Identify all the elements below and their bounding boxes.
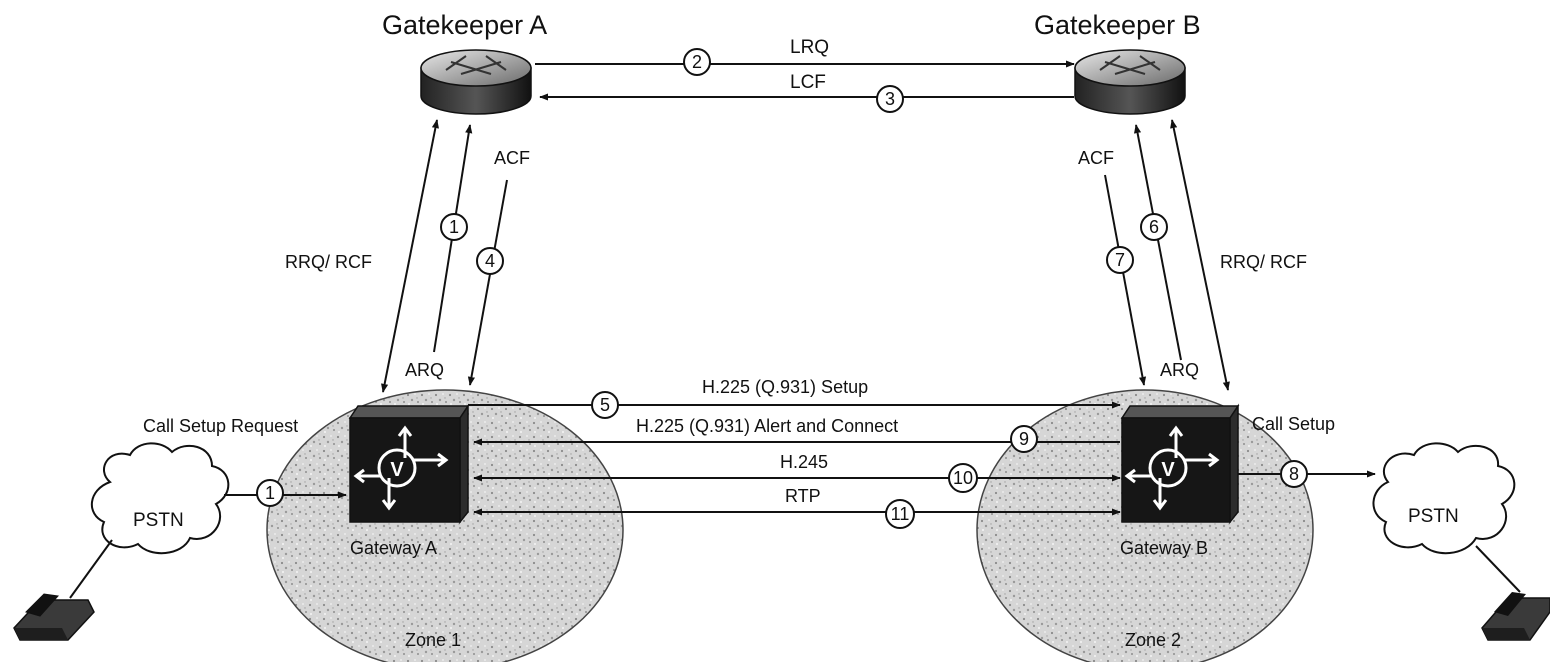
cloud-icon — [92, 443, 228, 553]
svg-text:V: V — [1161, 459, 1175, 481]
step-7-marker: 7 — [1107, 247, 1133, 273]
h225-alert-connect-label: H.225 (Q.931) Alert and Connect — [636, 416, 898, 436]
left-phone-cord — [70, 540, 112, 598]
step-4-marker: 4 — [477, 248, 503, 274]
arq-right-arrow — [1136, 125, 1181, 360]
router-icon — [1075, 50, 1185, 114]
step-1-marker-upper: 1 — [441, 214, 467, 240]
voice-gateway-icon: V — [1122, 406, 1238, 522]
svg-text:1: 1 — [449, 217, 459, 237]
step-3-marker: 3 — [877, 86, 903, 112]
svg-text:11: 11 — [891, 504, 910, 524]
voice-gateway-icon: V — [350, 406, 468, 522]
gateway-b-label: Gateway B — [1120, 538, 1208, 558]
svg-text:2: 2 — [692, 52, 702, 72]
step-6-marker: 6 — [1141, 214, 1167, 240]
gatekeeper-b-label: Gatekeeper B — [1034, 10, 1201, 40]
telephone-icon — [1482, 592, 1550, 640]
acf-right-arrow — [1105, 175, 1144, 385]
step-5-marker: 5 — [592, 392, 618, 418]
svg-text:5: 5 — [600, 395, 610, 415]
svg-text:6: 6 — [1149, 217, 1159, 237]
zone-1-label: Zone 1 — [405, 630, 461, 650]
rrq-rcf-right-label: RRQ/ RCF — [1220, 252, 1307, 272]
lcf-label: LCF — [790, 72, 826, 93]
lrq-label: LRQ — [790, 37, 829, 58]
svg-text:3: 3 — [885, 89, 895, 109]
acf-left-arrow — [470, 180, 507, 385]
right-phone-cord — [1476, 546, 1520, 592]
arq-right-label: ARQ — [1160, 360, 1199, 380]
svg-text:V: V — [390, 459, 404, 481]
svg-text:4: 4 — [485, 251, 495, 271]
call-setup-request-label: Call Setup Request — [143, 416, 298, 436]
step-10-marker: 10 — [949, 464, 977, 492]
step-9-marker: 9 — [1011, 426, 1037, 452]
gatekeeper-a-label: Gatekeeper A — [382, 10, 547, 40]
h225-setup-label: H.225 (Q.931) Setup — [702, 377, 868, 397]
zone-2-label: Zone 2 — [1125, 630, 1181, 650]
arq-left-label: ARQ — [405, 360, 444, 380]
svg-text:1: 1 — [265, 483, 275, 503]
cloud-icon — [1373, 443, 1514, 553]
svg-text:9: 9 — [1019, 429, 1029, 449]
step-1-marker-lower: 1 — [257, 480, 283, 506]
h245-label: H.245 — [780, 452, 828, 472]
step-11-marker: 11 — [886, 500, 914, 528]
gateway-a-label: Gateway A — [350, 538, 437, 558]
svg-text:7: 7 — [1115, 250, 1125, 270]
router-icon — [421, 50, 531, 114]
rtp-label: RTP — [785, 486, 821, 506]
pstn-right-label: PSTN — [1408, 506, 1459, 527]
call-setup-label: Call Setup — [1252, 414, 1335, 434]
svg-text:10: 10 — [953, 468, 973, 488]
step-2-marker: 2 — [684, 49, 710, 75]
acf-left-label: ACF — [494, 148, 530, 168]
svg-text:8: 8 — [1289, 464, 1299, 484]
pstn-left-label: PSTN — [133, 510, 184, 531]
telephone-icon — [0, 594, 94, 640]
rrq-rcf-left-label: RRQ/ RCF — [285, 252, 372, 272]
rrq-rcf-left-arrow — [383, 120, 437, 392]
acf-right-label: ACF — [1078, 148, 1114, 168]
step-8-marker: 8 — [1281, 461, 1307, 487]
